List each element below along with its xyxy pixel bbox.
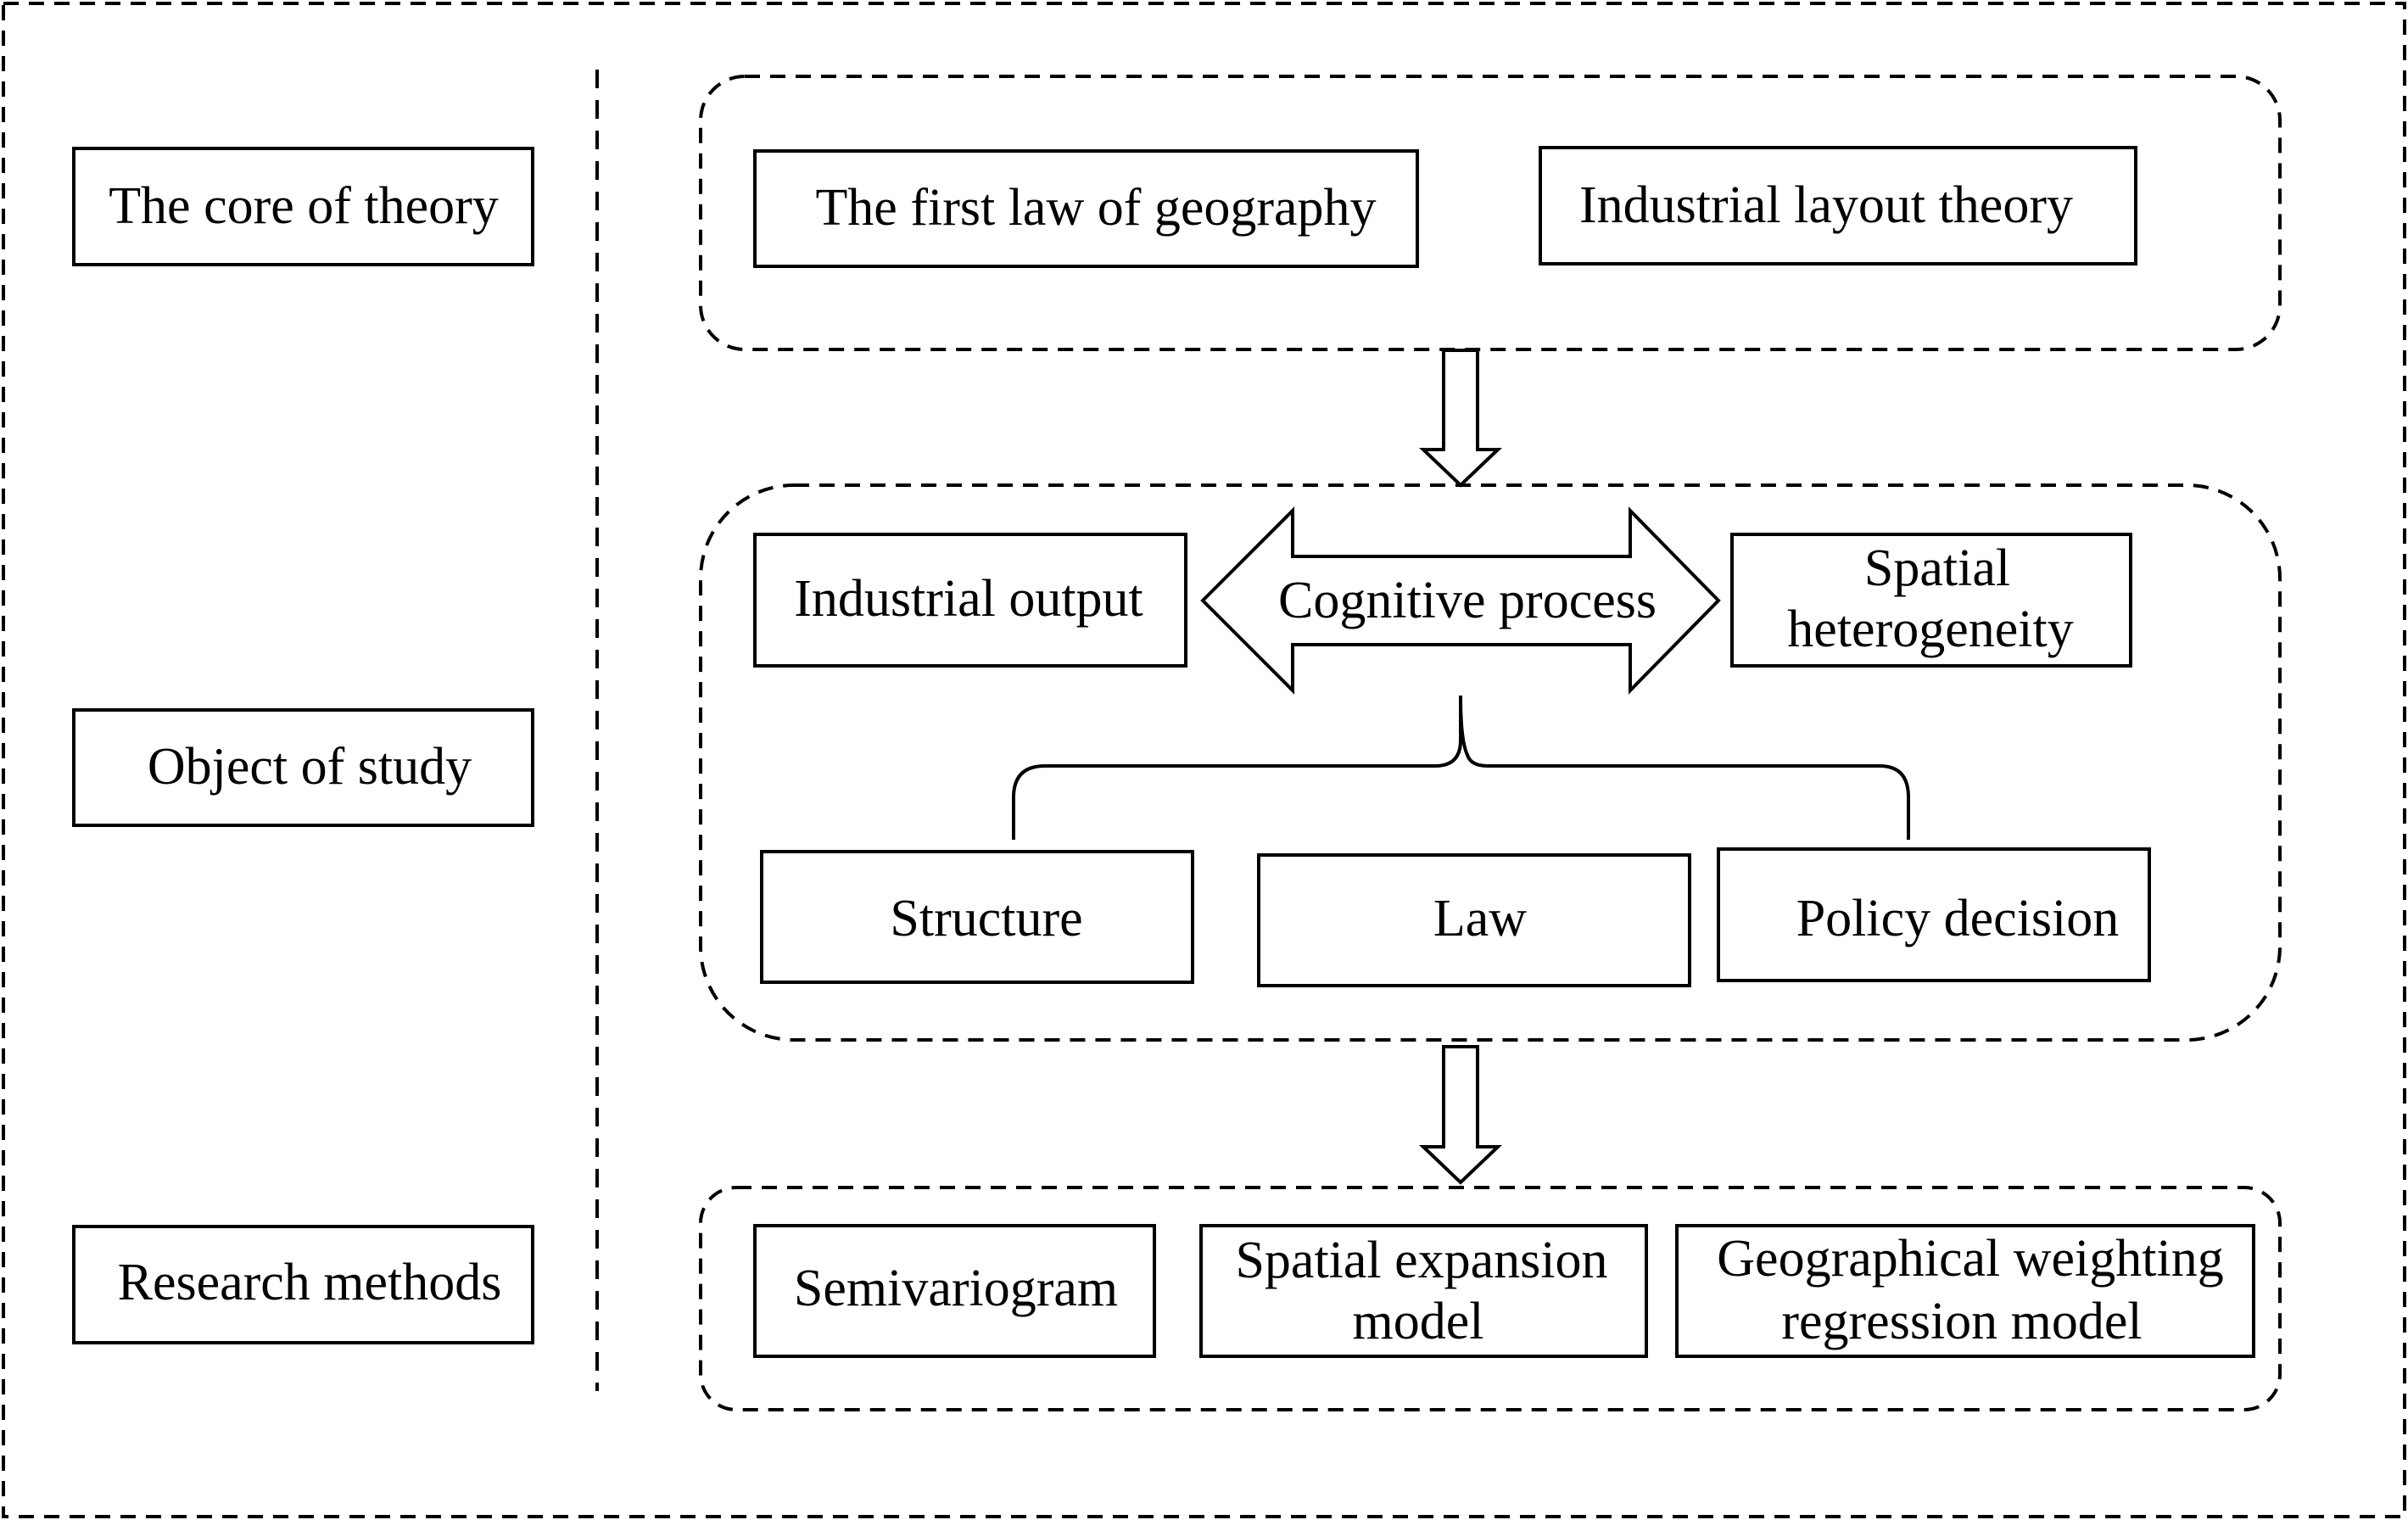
down-arrow-2 xyxy=(1419,1045,1502,1185)
cognitive-process-text: Cognitive process xyxy=(1278,572,1657,629)
methods-group xyxy=(699,1186,2282,1411)
law-box: Law xyxy=(1257,853,1691,987)
semivariogram-text: Semivariogram xyxy=(794,1260,1118,1317)
industrial-layout-box: Industrial layout theory xyxy=(1539,146,2137,265)
label-research-methods-text: Research methods xyxy=(118,1254,502,1311)
spatial-heterogeneity-line2: heterogeneity xyxy=(1787,601,2073,658)
policy-decision-text: Policy decision xyxy=(1796,890,2120,947)
spatial-expansion-box: Spatial expansion model xyxy=(1199,1224,1648,1358)
spatial-heterogeneity-box: Spatial heterogeneity xyxy=(1730,533,2132,668)
first-law-box: The first law of geography xyxy=(753,149,1419,268)
theory-group xyxy=(699,75,2282,351)
first-law-text: The first law of geography xyxy=(815,179,1376,237)
label-object-of-study-text: Object of study xyxy=(148,738,472,796)
spatial-heterogeneity-line1: Spatial xyxy=(1864,539,2010,597)
industrial-output-text: Industrial output xyxy=(794,570,1143,628)
cognitive-process-arrow xyxy=(1200,506,1721,695)
curly-brace xyxy=(1012,695,1910,840)
spatial-expansion-line1: Spatial expansion xyxy=(1235,1232,1607,1289)
object-group xyxy=(699,483,2282,1042)
label-research-methods: Research methods xyxy=(72,1225,534,1344)
down-arrow-1 xyxy=(1419,349,1502,488)
label-core-of-theory-text: The core of theory xyxy=(109,177,499,235)
law-text: Law xyxy=(1433,890,1527,947)
gwr-box: Geographical weighting regression model xyxy=(1675,1224,2255,1358)
industrial-layout-text: Industrial layout theory xyxy=(1579,176,2073,234)
semivariogram-box: Semivariogram xyxy=(753,1224,1156,1358)
structure-box: Structure xyxy=(760,850,1194,984)
industrial-output-box: Industrial output xyxy=(753,533,1187,668)
spatial-expansion-line2: model xyxy=(1353,1293,1484,1350)
gwr-line1: Geographical weighting xyxy=(1717,1230,2223,1288)
gwr-line2: regression model xyxy=(1781,1293,2142,1350)
policy-decision-box: Policy decision xyxy=(1717,847,2151,982)
label-object-of-study: Object of study xyxy=(72,708,534,827)
label-core-of-theory: The core of theory xyxy=(72,147,534,266)
structure-text: Structure xyxy=(890,890,1082,947)
